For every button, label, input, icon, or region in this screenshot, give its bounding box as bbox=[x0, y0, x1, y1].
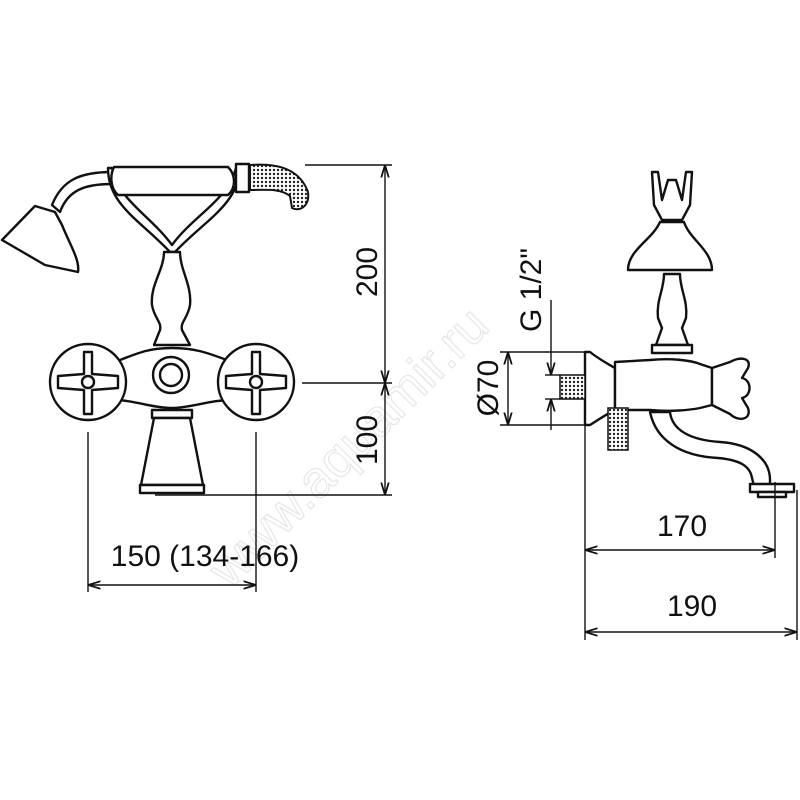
dimension-thread: G 1/2" bbox=[515, 248, 548, 332]
handshower-handle bbox=[110, 165, 236, 197]
dimension-height-lower: 100 bbox=[351, 415, 384, 465]
side-stem-collar bbox=[650, 343, 694, 355]
aerator-tip bbox=[756, 490, 788, 499]
spout bbox=[648, 410, 772, 488]
side-handshower-cradle bbox=[650, 170, 694, 222]
side-dimensions bbox=[500, 300, 798, 640]
side-cross-handle bbox=[710, 357, 751, 420]
front-dimensions bbox=[87, 164, 392, 592]
shower-head bbox=[0, 204, 80, 274]
dimension-height-upper: 200 bbox=[351, 247, 384, 297]
base-plate bbox=[138, 483, 206, 495]
handle-ring bbox=[234, 162, 251, 194]
dimension-spacing: 150 (134-166) bbox=[111, 540, 299, 573]
handshower-grip bbox=[249, 163, 310, 211]
left-cross-handle-icon bbox=[56, 350, 120, 416]
side-stem bbox=[654, 272, 690, 347]
front-view-faucet bbox=[0, 162, 310, 495]
diverter-inner bbox=[158, 362, 184, 388]
side-view-faucet bbox=[559, 170, 796, 499]
shower-hose-arm bbox=[50, 170, 114, 214]
inlet-thread bbox=[559, 374, 586, 400]
side-hose-connector bbox=[607, 407, 629, 451]
side-shower-cradle-bell bbox=[626, 220, 714, 272]
base-cone bbox=[139, 416, 205, 487]
side-body bbox=[613, 358, 714, 413]
dimension-total-depth: 190 bbox=[667, 590, 717, 623]
right-cross-handle-icon bbox=[224, 350, 288, 416]
dimension-flange-diameter: Ø70 bbox=[472, 360, 505, 417]
dimension-spout-reach: 170 bbox=[657, 510, 707, 543]
stem bbox=[150, 250, 192, 347]
